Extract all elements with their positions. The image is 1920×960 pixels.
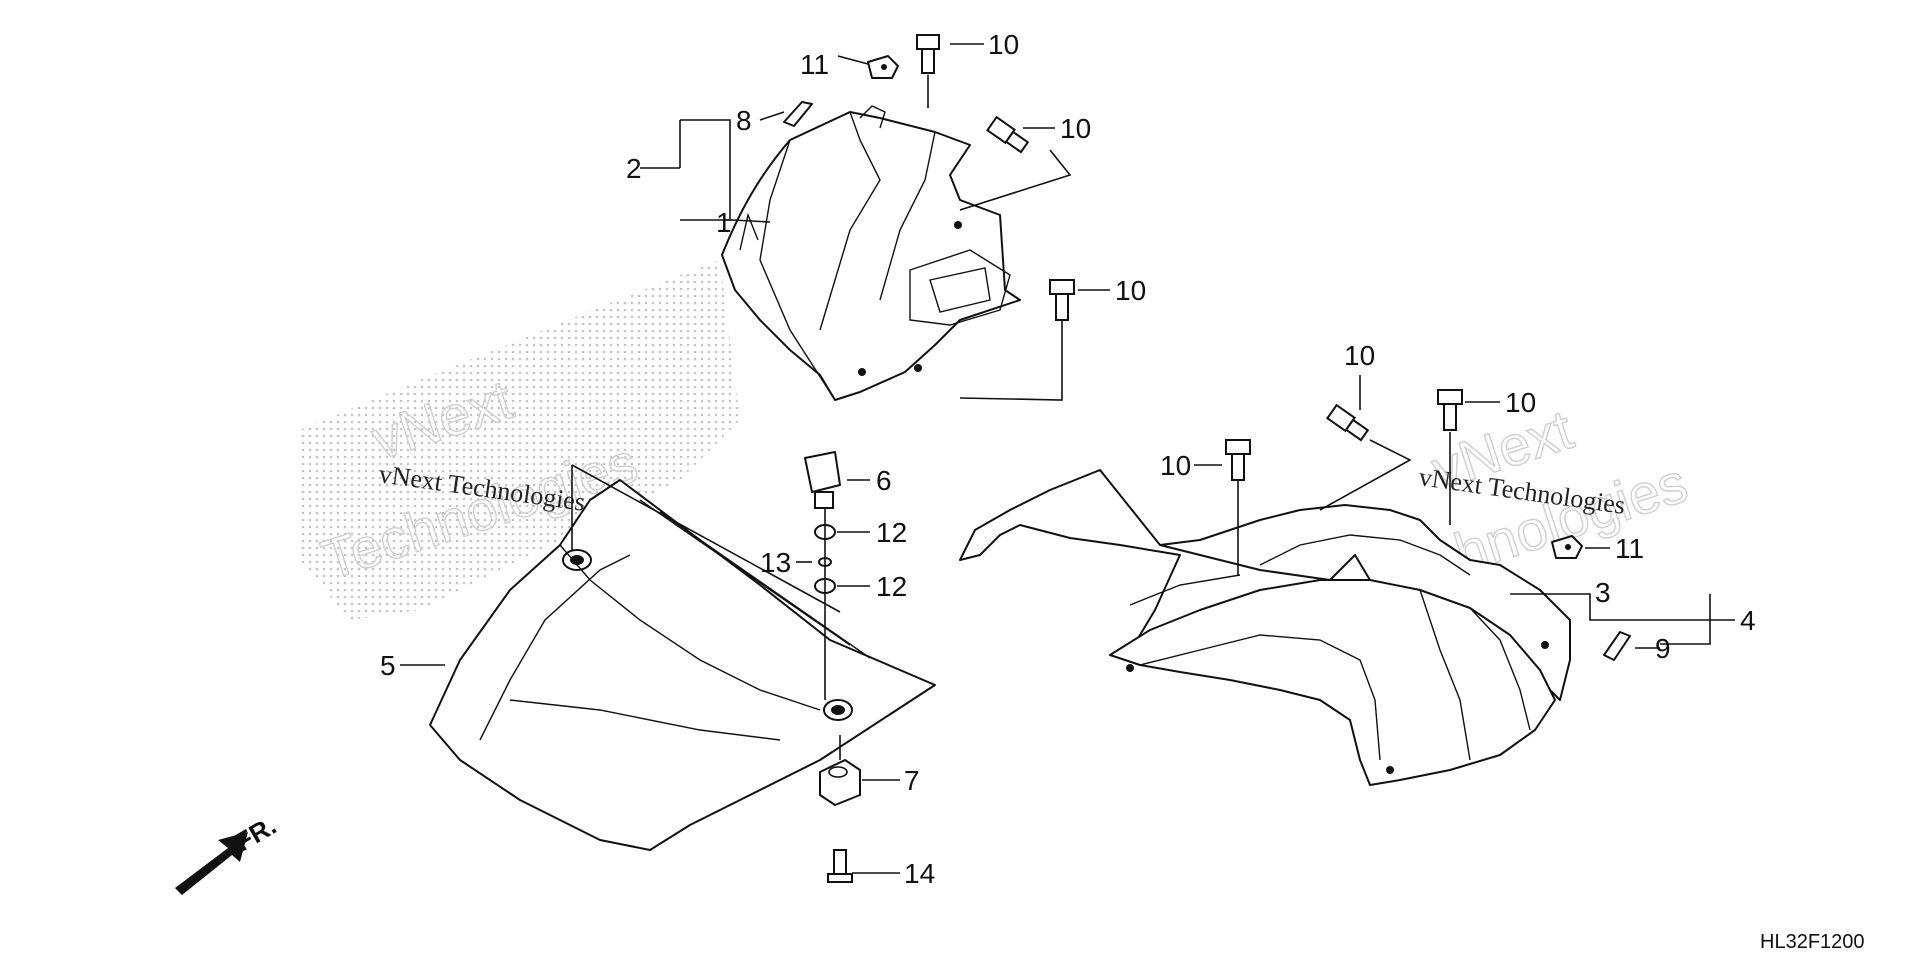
callout-6: 6 [876,465,892,496]
callout-10-right-c: 10 [1505,387,1536,418]
callout-12-bottom: 12 [876,571,907,602]
direction-arrow-icon: FR. [175,810,281,895]
callout-12-top: 12 [876,517,907,548]
clip-11-top [867,55,899,79]
callout-11-top: 11 [800,49,829,80]
callout-11-right: 11 [1615,533,1644,564]
grommet-7 [819,759,861,806]
callout-10-top: 10 [988,29,1019,60]
screw-14 [827,849,853,883]
callout-10-right-a: 10 [1160,450,1191,481]
diagram-code: HL32F1200 [1760,931,1865,953]
callout-10-right-b: 10 [1344,340,1375,371]
callout-5: 5 [380,650,396,681]
callout-8: 8 [736,105,752,136]
callout-3: 3 [1595,577,1611,608]
callout-13: 13 [760,547,791,578]
callout-2: 2 [626,153,642,184]
callout-4: 4 [1740,605,1756,636]
callout-labels: 1 2 3 4 5 6 7 8 9 10 10 10 10 10 10 11 1… [380,29,1756,889]
bolt-10-top [916,34,940,74]
callout-7: 7 [904,765,920,796]
emblem-8 [783,101,813,127]
inner-panel-part-1 [721,105,1021,401]
callout-14: 14 [904,858,935,889]
callout-10-lower: 10 [1115,275,1146,306]
background-logo [300,260,740,620]
side-panel-part-3 [959,469,1571,786]
bolt-10-right-a [1225,439,1251,481]
callout-9: 9 [1655,633,1671,664]
knob-6 [804,451,841,509]
hood-cover-part-5 [429,479,936,851]
bolt-10-right-c [1437,389,1463,431]
callout-1: 1 [716,207,732,238]
bolt-10-right-b [1326,403,1370,442]
callout-10-mid: 10 [1060,113,1091,144]
clip-11-right [1551,535,1583,559]
bolt-10-lower [1049,279,1075,321]
bolt-10-mid [986,115,1030,154]
leader-lines [400,43,1735,874]
emblem-9 [1603,631,1631,661]
